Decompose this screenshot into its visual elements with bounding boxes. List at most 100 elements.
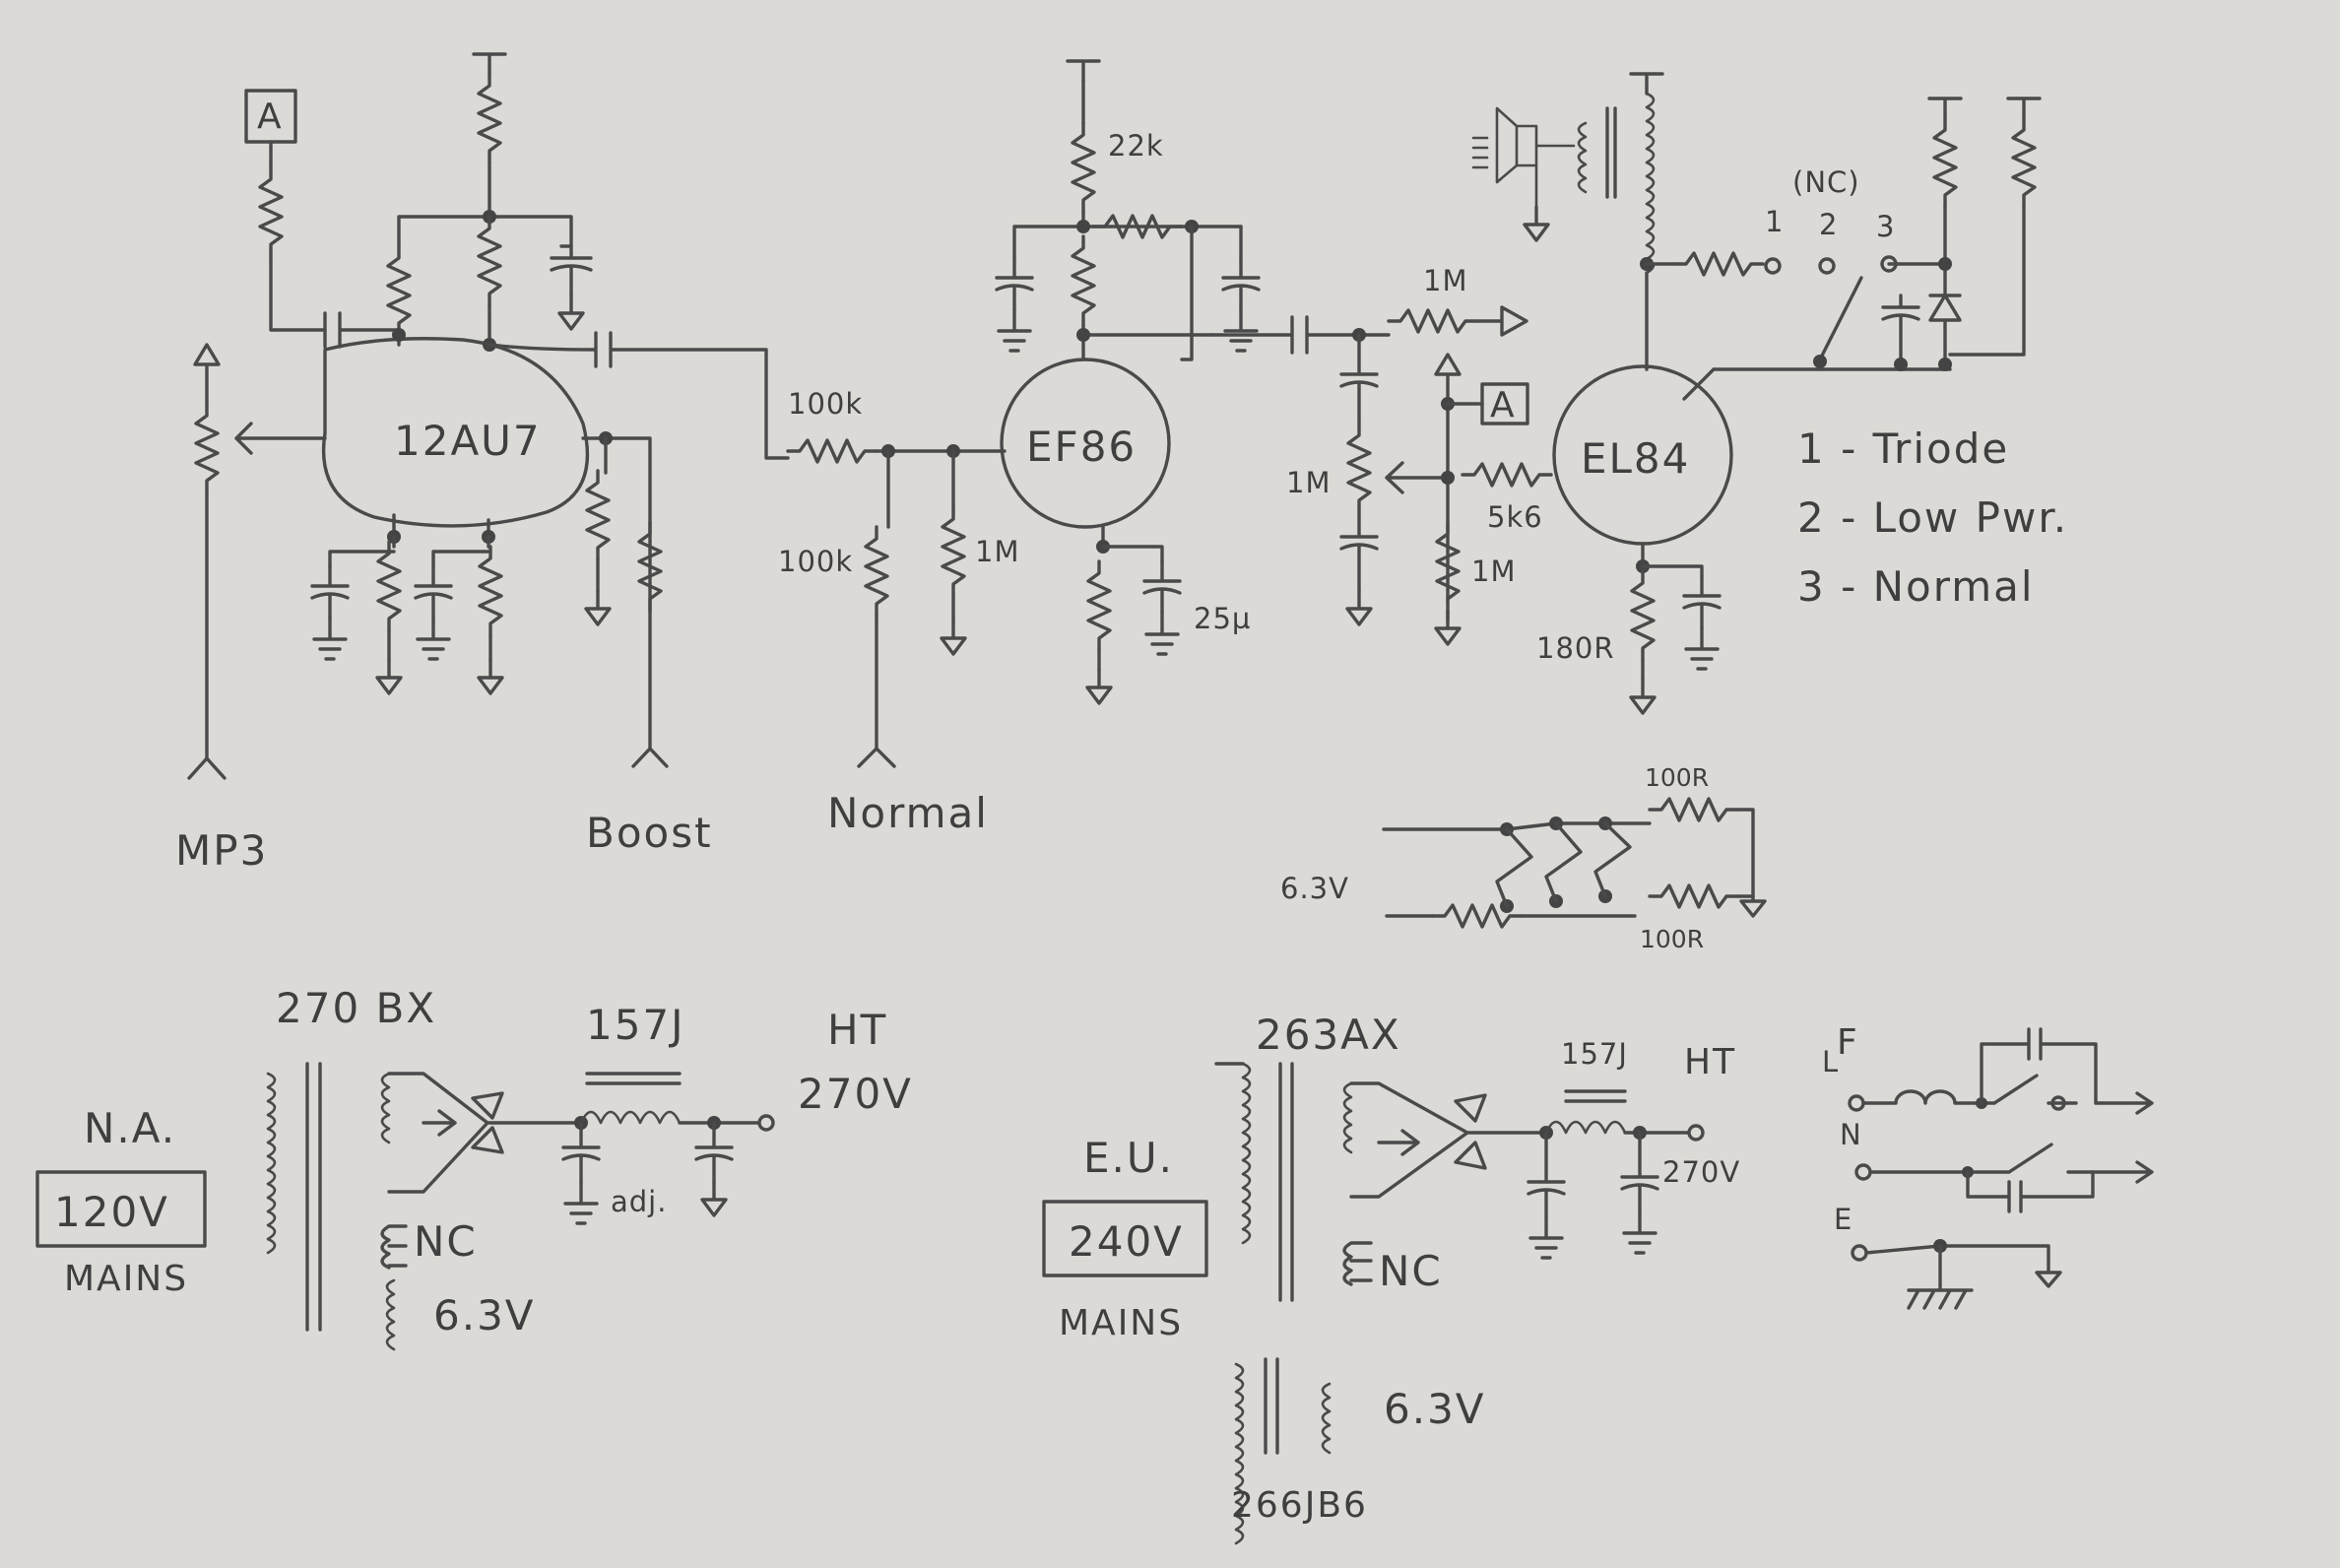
na-heater-voltage: 6.3V xyxy=(433,1291,536,1339)
output-transformer-core xyxy=(1605,106,1617,199)
coupling-cap-in xyxy=(323,311,401,349)
mains-entry: F L N E xyxy=(1822,1022,2154,1310)
ht-supply-symbol xyxy=(472,52,507,76)
switch-pos-1: 1 xyxy=(1765,205,1784,238)
speaker-icon xyxy=(1495,106,1576,209)
neutral-label: N xyxy=(1840,1118,1862,1151)
volume-pot-1m xyxy=(1346,422,1372,514)
anode-resistor-a xyxy=(386,244,412,337)
ht-supply-symbol xyxy=(1629,72,1664,96)
cathode-bypass-b xyxy=(416,566,451,659)
eu-nc-tap xyxy=(1342,1241,1373,1286)
screen-resistor-a xyxy=(1932,116,1958,209)
r-1m-grid-label: 1M xyxy=(975,535,1019,568)
eu-choke-coil xyxy=(1544,1120,1627,1135)
eu-mains-label: MAINS xyxy=(1059,1303,1183,1343)
grid-leak-resistor xyxy=(585,469,611,561)
screen-resistor-b xyxy=(2011,116,2037,209)
x-cap-live xyxy=(1980,1027,2098,1105)
boost-input-jack xyxy=(581,436,669,768)
eu-rectifier-diodes xyxy=(1454,1093,1487,1170)
tube-v1-12au7: 12AU7 xyxy=(321,337,590,528)
heater-network: 6.3V 100R 100R xyxy=(1280,763,1767,953)
wire xyxy=(1190,225,1243,342)
wire xyxy=(1339,510,1379,593)
tube-v2-label: EF86 xyxy=(1026,423,1137,471)
output-resistor-1m xyxy=(1387,308,1479,334)
wire xyxy=(1736,808,1755,893)
switch-contact-1 xyxy=(1764,257,1782,275)
feedback-resistor xyxy=(258,165,284,258)
tube-v2-envelope xyxy=(1000,358,1171,529)
mp3-input-jack xyxy=(187,490,227,780)
output-arrow xyxy=(1475,305,1528,337)
na-rectifier-bridge xyxy=(387,1072,489,1194)
r-5k6-label: 5k6 xyxy=(1487,500,1543,534)
fuse-symbol xyxy=(1861,1089,1996,1105)
coupling-cap-out xyxy=(488,331,790,460)
wire xyxy=(269,254,327,332)
ground-symbol xyxy=(1345,589,1373,626)
live-out-arrow xyxy=(2094,1091,2154,1115)
speaker-waves-icon xyxy=(1471,136,1489,169)
feedback-tag-label-in: A xyxy=(257,97,284,137)
normal-label: Normal xyxy=(827,789,989,837)
live-switch-contact xyxy=(2050,1095,2066,1111)
tube-v3-label: EL84 xyxy=(1581,434,1690,483)
grid-stopper-5k6 xyxy=(1461,462,1553,488)
eu-mains-box xyxy=(1042,1200,1208,1277)
heater-filaments xyxy=(1495,821,1632,908)
na-adj-label: adj. xyxy=(611,1185,667,1218)
mp3-pot-arrow xyxy=(193,343,221,406)
live-label: L xyxy=(1822,1045,1839,1078)
na-reservoir-cap xyxy=(561,1121,601,1184)
ground-symbol xyxy=(940,619,967,656)
zener-diode xyxy=(1928,294,1962,366)
cathode-resistor-180r xyxy=(1630,569,1656,662)
tube-v1-envelope xyxy=(321,337,590,528)
switch-pos-3: 3 xyxy=(1876,210,1895,243)
eu-heater-transformer: 266JB6 xyxy=(1231,1485,1368,1526)
na-rectifier-diodes xyxy=(471,1091,504,1154)
pot-wiper xyxy=(1385,461,1450,494)
tube-v1-label: 12AU7 xyxy=(394,417,542,465)
neutral-switch xyxy=(1868,1143,2154,1184)
decoupling-cap xyxy=(550,244,593,297)
na-ht-terminal xyxy=(757,1114,775,1132)
eu-ht-label: HT xyxy=(1684,1042,1736,1082)
eu-secondary-coil xyxy=(1342,1081,1353,1154)
heater-r-top: 100R xyxy=(1645,763,1709,792)
tube-v3-el84: EL84 xyxy=(1552,364,1733,546)
anode-resistor-22k xyxy=(1071,121,1096,214)
eu-nc-label: NC xyxy=(1379,1247,1443,1295)
eu-heater-secondary xyxy=(1321,1382,1332,1455)
ground-symbol xyxy=(557,294,585,331)
na-nc-label: NC xyxy=(414,1217,478,1266)
wire xyxy=(328,535,396,568)
eu-transformer-label: 263AX xyxy=(1256,1011,1401,1059)
na-heater-winding xyxy=(385,1278,396,1351)
earth-line xyxy=(1864,1244,2062,1288)
cathode-bypass-el84 xyxy=(1684,576,1720,669)
r-100k-series-label: 100k xyxy=(788,387,863,421)
heater-resistor-bottom xyxy=(1648,883,1740,909)
output-transformer-secondary xyxy=(1577,121,1588,194)
switch-header: (NC) xyxy=(1792,165,1860,199)
heater-resistor-top xyxy=(1648,797,1740,822)
eu-mains-voltage: 240V xyxy=(1069,1217,1184,1266)
psu-europe: 263AX E.U. 240V MAINS 157J HT 270V NC 6.… xyxy=(1042,1011,1740,1545)
pot-wiper xyxy=(234,422,327,455)
ground-symbol xyxy=(700,1180,728,1217)
mode-legend-3: 3 - Normal xyxy=(1797,562,2035,611)
r-1m-pot-label: 1M xyxy=(1286,466,1331,499)
wire xyxy=(1101,545,1164,563)
switch-contact-2 xyxy=(1818,257,1836,275)
na-transformer-label: 270 BX xyxy=(276,984,436,1032)
eu-smoothing-cap xyxy=(1620,1131,1659,1213)
mp3-volume-pot xyxy=(194,402,220,494)
wire xyxy=(431,535,490,568)
eu-ht-voltage: 270V xyxy=(1662,1155,1740,1189)
return-resistor-1m xyxy=(1435,520,1461,613)
